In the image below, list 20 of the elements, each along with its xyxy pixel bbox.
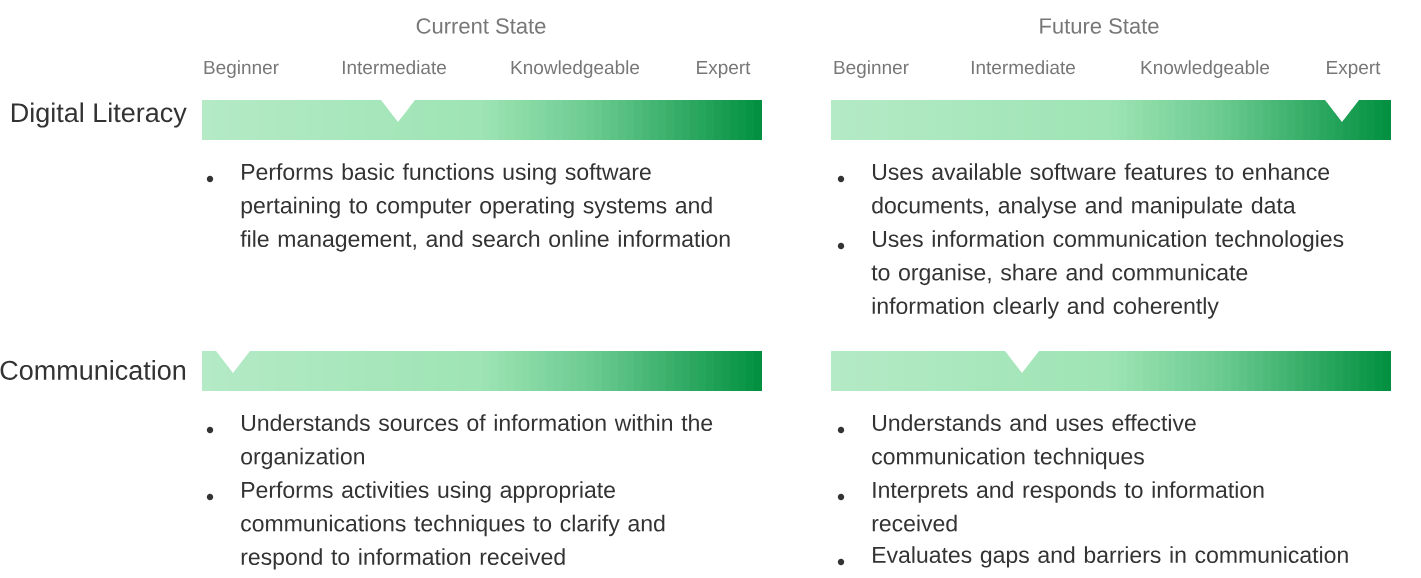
row-title: Digital Literacy bbox=[11, 102, 187, 128]
row-title: Communication bbox=[0, 360, 186, 380]
scale-label: Knowledgeable bbox=[511, 60, 640, 78]
scale-label: Intermediate bbox=[971, 60, 1075, 75]
bullet-text: Evaluates gaps and barriers in communication bbox=[873, 546, 1348, 568]
bullet-text: Performs activities using appropriate communications techniques to clarify and respond to information received bbox=[241, 481, 665, 570]
bullet-text: Uses information communication technologies to organise, share and communicate information clearly and coherently bbox=[871, 230, 1344, 319]
scale-label: Beginner bbox=[834, 60, 909, 78]
scale-label: Knowledgeable bbox=[1141, 60, 1270, 78]
bullet-text: Understands and uses effective communication techniques bbox=[872, 414, 1196, 470]
scale-label: Expert bbox=[1327, 60, 1381, 78]
column-heading: Future State bbox=[1040, 18, 1159, 34]
bullet-text: Uses available software features to enhance documents, analyse and manipulate data bbox=[872, 163, 1330, 219]
scale-label: Beginner bbox=[204, 60, 279, 78]
scale-label: Intermediate bbox=[342, 60, 446, 75]
scale-label: Expert bbox=[697, 60, 751, 78]
bullet-text: Performs basic functions using software pertaining to computer operating systems and file management, and search online information bbox=[240, 163, 730, 252]
bullet-text: Understands sources of information within the organization bbox=[241, 414, 713, 470]
column-heading: Current State bbox=[416, 18, 546, 34]
bullet-text: Interprets and responds to information received bbox=[872, 481, 1264, 532]
